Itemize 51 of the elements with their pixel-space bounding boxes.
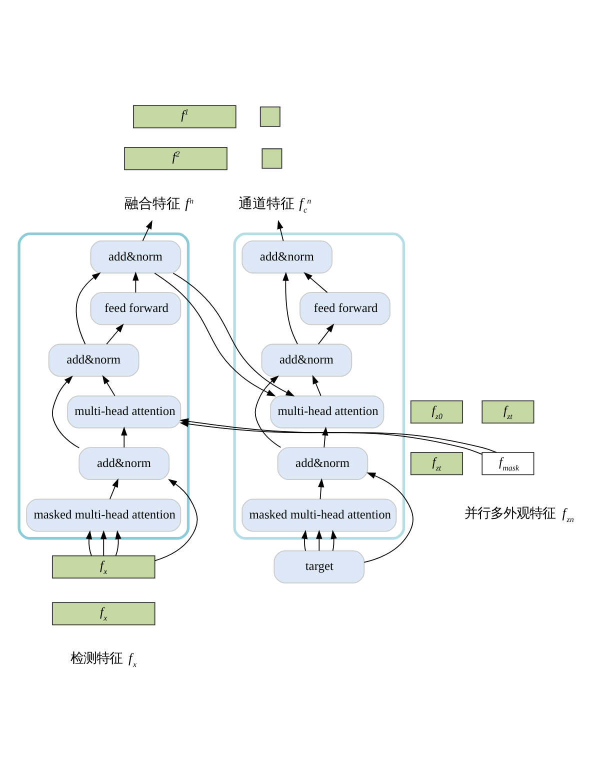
arrow: [115, 530, 122, 556]
arrow: [52, 376, 80, 448]
arrow: [318, 478, 324, 500]
arrow: [304, 272, 328, 293]
arrow: [132, 272, 139, 293]
node-box: [262, 148, 282, 169]
label: 检测特征 f$_{x}$: [70, 650, 137, 670]
node-box: masked multi-head attention: [242, 498, 397, 532]
arrow: [76, 272, 101, 345]
node-box: f$_{zt}$: [410, 452, 463, 476]
node-box: f$_{mask}$: [482, 452, 534, 476]
node-box: f$_{x}$: [52, 555, 156, 578]
node-box: feed forward: [90, 292, 182, 326]
node-box: multi-head attention: [270, 395, 384, 428]
node-box: f$_{zt}$: [482, 400, 534, 424]
arrow: [106, 324, 124, 345]
node-box: add&norm: [261, 344, 352, 377]
node-box: [260, 106, 280, 127]
arrow: [364, 472, 414, 563]
arrow: [277, 220, 284, 242]
node-box: add&norm: [242, 240, 333, 274]
node-box: masked multi-head attention: [26, 498, 182, 532]
arrow: [282, 272, 298, 344]
node-box: add&norm: [48, 344, 140, 377]
node-box: f$_{z0}$: [410, 400, 463, 424]
arrow: [109, 478, 118, 500]
arrow: [100, 530, 107, 556]
arrow: [121, 426, 128, 448]
arrow: [154, 479, 198, 562]
arrow: [172, 272, 295, 396]
node-box: add&norm: [277, 447, 368, 480]
arrow: [142, 220, 152, 242]
label: 并行多外观特征 f$_{zn}$: [464, 505, 574, 524]
arrow: [301, 530, 308, 552]
node-box: f$_{x}$: [52, 602, 156, 626]
arrow: [318, 324, 334, 345]
node-box: feed forward: [300, 292, 390, 326]
node-box: add&norm: [78, 447, 170, 480]
node-box: add&norm: [90, 240, 182, 274]
node-text: 融合特征 f$^{n}$: [124, 196, 194, 212]
arrow: [254, 376, 282, 448]
arrow: [154, 272, 276, 396]
node-box: f$^{1}$: [133, 105, 236, 128]
node-box: multi-head attention: [67, 395, 182, 428]
arrow: [102, 375, 116, 396]
arrow: [330, 530, 337, 552]
arrow: [316, 530, 322, 552]
node-box: f$^{2}$: [124, 146, 228, 170]
node-box: target: [274, 550, 365, 584]
arrow: [86, 530, 92, 556]
arrow: [312, 375, 322, 396]
